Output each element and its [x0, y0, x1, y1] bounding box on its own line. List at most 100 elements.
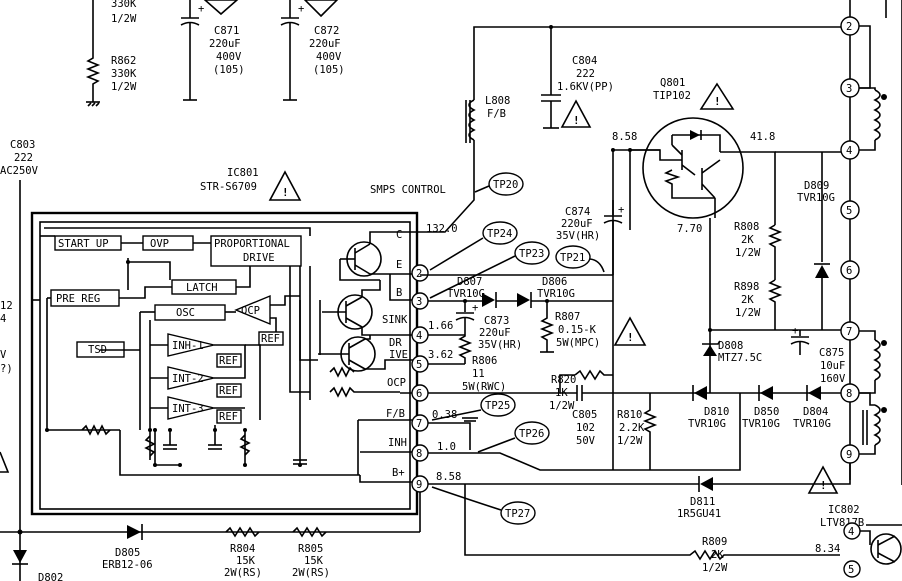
svg-text:R898: R898 [734, 281, 759, 293]
svg-text:DRIVE: DRIVE [243, 252, 275, 264]
svg-text:L808: L808 [485, 95, 510, 107]
block-pre-reg: PRE REG [50, 289, 120, 307]
ic801-wire-b [389, 274, 420, 301]
ic801-pin-4: 4 SINK 1.66 [382, 314, 453, 344]
resistor-r807: R807 0.15-K 5W(MPC) [539, 299, 600, 353]
svg-text:MTZ7.5C: MTZ7.5C [718, 352, 762, 364]
svg-text:D810: D810 [704, 406, 729, 418]
svg-text:+: + [792, 325, 798, 337]
block-latch: LATCH [171, 279, 237, 295]
connector-pin-9: 9 [840, 444, 860, 464]
svg-text:35V(HR): 35V(HR) [556, 230, 600, 242]
svg-text:D805: D805 [115, 547, 140, 559]
svg-text:11: 11 [472, 368, 485, 380]
testpoint-tp25: TP25 [431, 393, 516, 421]
svg-text:OVP: OVP [150, 238, 169, 250]
svg-text:C805: C805 [572, 409, 597, 421]
svg-text:2W(RS): 2W(RS) [292, 567, 330, 579]
ic801-internal-parts [81, 366, 400, 465]
testpoint-tp23: TP23 [429, 241, 550, 299]
resistor-r820: R820 1K 1/2W [549, 369, 613, 412]
svg-text:R807: R807 [555, 311, 580, 323]
capacitor-c803: C803 222 AC250V [0, 139, 39, 177]
svg-text:C804: C804 [572, 55, 597, 67]
resistor-r809: R809 2K 1/2W [464, 484, 840, 574]
svg-text:AC250V: AC250V [0, 165, 39, 177]
svg-text:8: 8 [416, 448, 422, 460]
svg-text:D850: D850 [754, 406, 779, 418]
warning-icon: ! [613, 316, 647, 346]
svg-text:1/2W: 1/2W [735, 307, 761, 319]
svg-text:5W(MPC): 5W(MPC) [556, 337, 600, 349]
block-tsd: TSD [76, 341, 125, 358]
svg-text:PRE REG: PRE REG [56, 293, 100, 305]
warning-icon: ! [560, 99, 592, 128]
svg-text:R862: R862 [111, 55, 136, 67]
warning-icon: ! [699, 82, 735, 110]
ic801-pin-7: 7 F/B 0.38 [386, 408, 457, 432]
svg-text:PROPORTIONAL: PROPORTIONAL [214, 238, 290, 250]
svg-text:2: 2 [846, 21, 852, 33]
svg-text:D808: D808 [718, 340, 743, 352]
svg-text:IVE: IVE [389, 349, 408, 361]
svg-text:C803: C803 [10, 139, 35, 151]
diode-d850: D850 TVR10G [742, 385, 780, 430]
svg-text:TVR10G: TVR10G [742, 418, 780, 430]
connector-pin-4: 4 [840, 140, 860, 160]
svg-text:C875: C875 [819, 347, 844, 359]
svg-text:!: ! [282, 186, 289, 199]
svg-text:3.62: 3.62 [428, 349, 453, 361]
svg-text:220uF: 220uF [309, 38, 341, 50]
svg-text:OCP: OCP [241, 305, 260, 317]
warning-icon: ! [268, 170, 302, 201]
svg-text:TP20: TP20 [493, 179, 518, 191]
diode-d807: D807 TVR10G [447, 276, 497, 308]
transformer-windings [859, 0, 902, 485]
connector-pin-2: 2 [840, 16, 860, 36]
svg-text:R808: R808 [734, 221, 759, 233]
svg-text:E: E [396, 259, 402, 271]
svg-text:9: 9 [416, 479, 422, 491]
svg-text:4: 4 [416, 330, 422, 342]
svg-text:132.0: 132.0 [426, 223, 458, 235]
svg-text:C: C [396, 229, 402, 241]
svg-text:?): ?) [0, 363, 13, 375]
capacitor-c872: + C872 220uF 400V (105) [280, 0, 345, 101]
svg-text:7: 7 [416, 418, 422, 430]
resistor-r862: R862 330K 1/2W [85, 52, 137, 107]
svg-text:1/2W: 1/2W [111, 13, 137, 25]
svg-text:!: ! [627, 331, 634, 344]
voltage-834: 8.34 [815, 543, 840, 555]
svg-text:400V: 400V [216, 51, 242, 63]
svg-text:F/B: F/B [487, 108, 506, 120]
svg-text:2: 2 [416, 268, 422, 280]
svg-text:1.6KV(PP): 1.6KV(PP) [557, 81, 614, 93]
ic801-pin-5: 5 DR IVE 3.62 [389, 337, 453, 373]
svg-text:R810: R810 [617, 409, 642, 421]
svg-text:2W(RS): 2W(RS) [224, 567, 262, 579]
diode-d802: D802 [12, 529, 63, 581]
testpoint-tp21: TP21 [555, 245, 605, 273]
svg-text:TVR10G: TVR10G [797, 192, 835, 204]
svg-text:STR-S6709: STR-S6709 [200, 181, 257, 193]
svg-text:SINK: SINK [382, 314, 408, 326]
ic801-pin-3: 3 B [396, 287, 429, 310]
svg-text:4: 4 [0, 313, 6, 325]
block-int2: INT-2 REF [167, 366, 242, 398]
svg-text:!: ! [573, 114, 580, 127]
svg-text:IC802: IC802 [828, 504, 860, 516]
svg-text:D802: D802 [38, 572, 63, 581]
capacitor-c805: C805 102 50V [572, 385, 613, 447]
block-osc: OSC [154, 304, 226, 321]
svg-text:2K: 2K [741, 294, 754, 306]
svg-text:222: 222 [576, 68, 595, 80]
warning-icon [303, 0, 339, 18]
voltage-858: 8.58 [612, 131, 637, 143]
ic802-pin-4: 4 [843, 522, 861, 540]
svg-text:REF: REF [219, 355, 238, 367]
svg-text:OSC: OSC [176, 307, 195, 319]
svg-text:(105): (105) [213, 64, 245, 76]
svg-text:IC801: IC801 [227, 167, 259, 179]
svg-text:TP25: TP25 [485, 400, 510, 412]
svg-text:INT-3: INT-3 [172, 403, 204, 415]
